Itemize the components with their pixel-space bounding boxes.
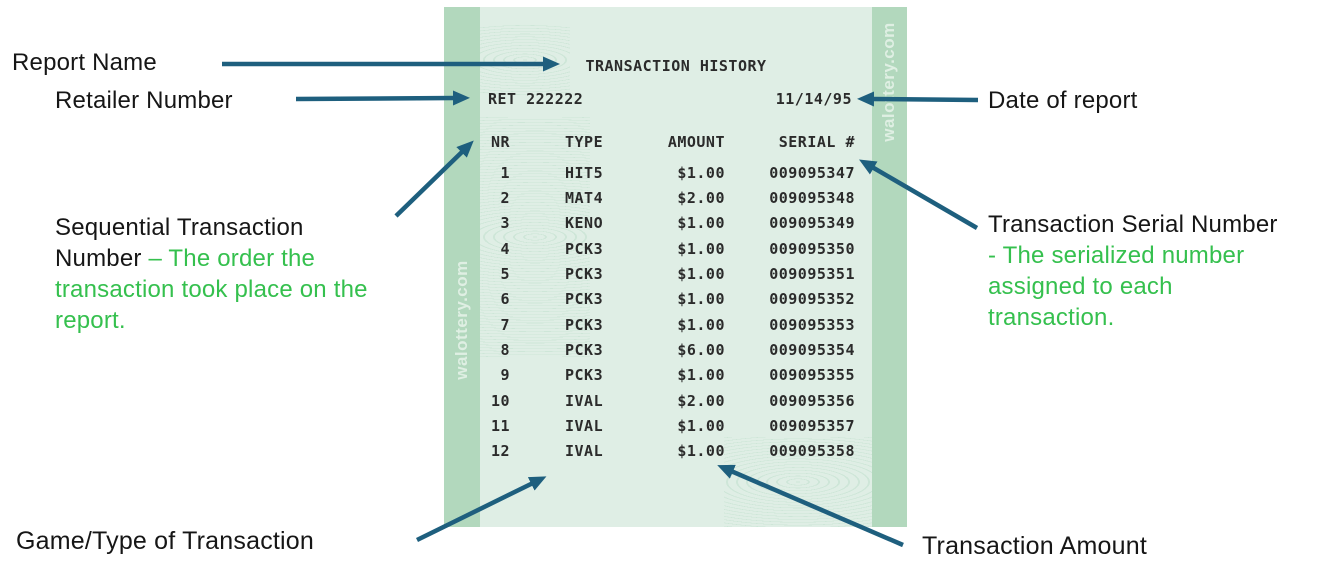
table-row: 5 PCK3 $1.00 009095351	[480, 261, 872, 286]
transaction-serial-number-label: Transaction Serial Number - The serializ…	[988, 209, 1280, 333]
row-nr: 1	[500, 163, 510, 182]
row-nr: 4	[500, 239, 510, 258]
serial-label-term: Transaction Serial Number	[988, 211, 1278, 238]
row-type: PCK3	[565, 290, 604, 309]
table-header: NR TYPE AMOUNT SERIAL #	[480, 133, 872, 151]
receipt-right-strip	[872, 7, 907, 527]
table-row: 3 KENO $1.00 009095349	[480, 211, 872, 236]
transaction-table: NR TYPE AMOUNT SERIAL # 1 HIT5 $1.00 009…	[480, 133, 872, 460]
column-header-serial: SERIAL #	[778, 133, 855, 151]
table-row: 4 PCK3 $1.00 009095350	[480, 236, 872, 261]
row-nr: 5	[500, 265, 510, 284]
table-row: 2 MAT4 $2.00 009095348	[480, 185, 872, 210]
sequential-transaction-number-label: Sequential Transaction Number – The orde…	[55, 212, 377, 336]
row-nr: 8	[500, 341, 510, 360]
report-date-value: 11/14/95	[775, 90, 852, 108]
row-type: HIT5	[565, 163, 604, 182]
row-amount: $1.00	[677, 163, 725, 182]
watermark-text: walottery.com	[879, 22, 898, 142]
row-amount: $2.00	[677, 189, 725, 208]
row-nr: 10	[490, 391, 510, 410]
row-serial: 009095348	[769, 189, 855, 208]
table-row: 7 PCK3 $1.00 009095353	[480, 312, 872, 337]
date-of-report-label: Date of report	[988, 87, 1138, 114]
serial-label-definition: - The serialized number assigned to each…	[988, 242, 1245, 331]
row-amount: $1.00	[677, 239, 725, 258]
row-serial: 009095351	[769, 265, 855, 284]
retailer-number-label: Retailer Number	[55, 87, 233, 114]
row-amount: $1.00	[677, 265, 725, 284]
table-row: 11 IVAL $1.00 009095357	[480, 413, 872, 438]
row-type: PCK3	[565, 265, 604, 284]
retailer-number-value: RET 222222	[488, 90, 584, 108]
report-name-label: Report Name	[12, 49, 157, 76]
row-nr: 9	[500, 366, 510, 385]
row-amount: $6.00	[677, 341, 725, 360]
watermark-text: walottery.com	[452, 260, 471, 380]
row-type: PCK3	[565, 366, 604, 385]
row-nr: 11	[490, 417, 510, 436]
row-type: PCK3	[565, 341, 604, 360]
row-serial: 009095354	[769, 341, 855, 360]
column-header-type: TYPE	[565, 133, 604, 151]
row-type: MAT4	[565, 189, 604, 208]
row-serial: 009095353	[769, 315, 855, 334]
row-type: PCK3	[565, 315, 604, 334]
row-type: IVAL	[565, 391, 604, 410]
row-serial: 009095349	[769, 214, 855, 233]
row-nr: 7	[500, 315, 510, 334]
row-nr: 3	[500, 214, 510, 233]
row-type: KENO	[565, 214, 604, 233]
table-row: 9 PCK3 $1.00 009095355	[480, 363, 872, 388]
row-amount: $1.00	[677, 214, 725, 233]
row-type: PCK3	[565, 239, 604, 258]
row-nr: 2	[500, 189, 510, 208]
transaction-history-receipt: walottery.com walottery.com TRANSACTION …	[444, 7, 907, 527]
retailer-number-arrow	[295, 90, 470, 106]
row-amount: $1.00	[677, 442, 725, 461]
table-row: 6 PCK3 $1.00 009095352	[480, 287, 872, 312]
row-amount: $1.00	[677, 290, 725, 309]
row-amount: $2.00	[677, 391, 725, 410]
game-type-label: Game/Type of Transaction	[16, 527, 315, 555]
sequential-label-term: Sequential Transaction Number	[55, 214, 304, 272]
row-serial: 009095357	[769, 417, 855, 436]
column-header-nr: NR	[490, 133, 510, 151]
table-row: 12 IVAL $1.00 009095358	[480, 439, 872, 464]
row-amount: $1.00	[677, 366, 725, 385]
transaction-amount-label: Transaction Amount	[922, 532, 1148, 560]
row-serial: 009095356	[769, 391, 855, 410]
row-serial: 009095350	[769, 239, 855, 258]
table-row: 10 IVAL $2.00 009095356	[480, 388, 872, 413]
row-type: IVAL	[565, 417, 604, 436]
table-row: 8 PCK3 $6.00 009095354	[480, 337, 872, 362]
row-amount: $1.00	[677, 315, 725, 334]
row-nr: 12	[490, 442, 510, 461]
row-amount: $1.00	[677, 417, 725, 436]
receipt-meta-line: RET 222222 11/14/95	[480, 90, 872, 108]
row-serial: 009095347	[769, 163, 855, 182]
report-title: TRANSACTION HISTORY	[585, 57, 767, 75]
table-row: 1 HIT5 $1.00 009095347	[480, 160, 872, 185]
column-header-amount: AMOUNT	[667, 133, 725, 151]
sequential-label-definition: – The order the transaction took place o…	[55, 245, 368, 334]
row-nr: 6	[500, 290, 510, 309]
row-serial: 009095352	[769, 290, 855, 309]
row-type: IVAL	[565, 442, 604, 461]
row-serial: 009095358	[769, 442, 855, 461]
table-body: 1 HIT5 $1.00 009095347 2 MAT4 $2.00 0090…	[480, 160, 872, 464]
row-serial: 009095355	[769, 366, 855, 385]
